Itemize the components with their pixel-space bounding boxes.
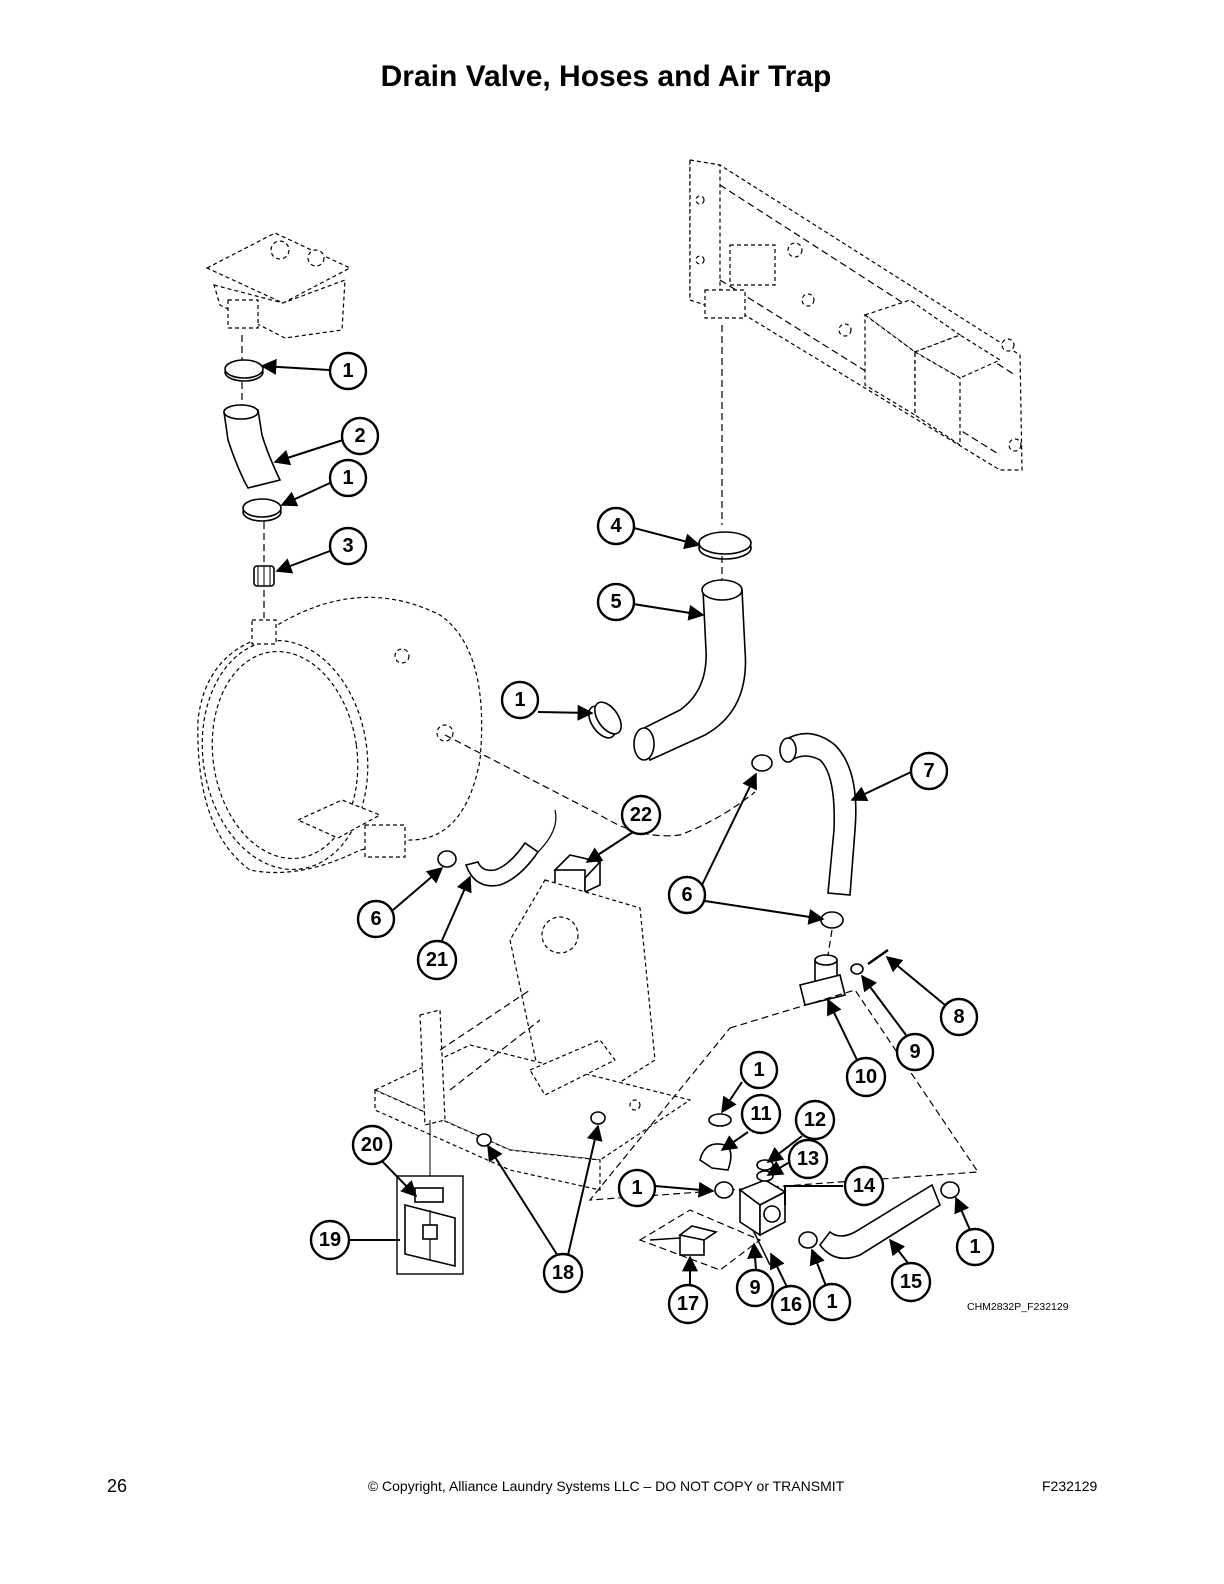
svg-text:19: 19 <box>319 1229 341 1251</box>
svg-text:13: 13 <box>797 1148 819 1170</box>
svg-text:9: 9 <box>909 1041 920 1063</box>
svg-text:2: 2 <box>354 425 365 447</box>
drain-valve <box>738 1179 787 1237</box>
transformer <box>553 854 602 894</box>
svg-text:12: 12 <box>804 1109 826 1131</box>
grommet-right <box>590 1111 606 1125</box>
screw <box>867 948 889 966</box>
spring-12-13 <box>756 1159 774 1182</box>
callout-1: 1 <box>739 1050 779 1090</box>
coupling-insert <box>253 565 275 587</box>
hose-short-bend <box>464 809 557 887</box>
hose-clamp-top <box>224 359 264 382</box>
svg-text:14: 14 <box>853 1175 876 1197</box>
clamp-upper-6 <box>751 754 773 772</box>
callout-1: 1 <box>500 680 540 720</box>
callout-1: 1 <box>955 1227 995 1267</box>
tub-drum <box>197 596 483 874</box>
callout-8: 8 <box>939 997 979 1037</box>
grommet-left <box>476 1133 492 1147</box>
callout-1: 1 <box>812 1282 852 1322</box>
callout-21: 21 <box>416 939 458 981</box>
callout-5: 5 <box>596 582 636 622</box>
hose-clamp-mid <box>242 498 282 522</box>
callout-13: 13 <box>787 1138 829 1180</box>
callout-1: 1 <box>617 1168 657 1208</box>
callout-6: 6 <box>356 899 396 939</box>
svg-text:5: 5 <box>610 591 621 613</box>
clamp-lower-6 <box>820 911 844 929</box>
page-title: Drain Valve, Hoses and Air Trap <box>380 60 832 93</box>
svg-text:22: 22 <box>630 804 652 826</box>
svg-text:9: 9 <box>749 1277 760 1299</box>
clamp-left-6 <box>437 850 457 868</box>
callout-2: 2 <box>340 416 380 456</box>
clamp-valve-left <box>714 1181 734 1199</box>
air-trap-box <box>205 232 352 339</box>
svg-text:16: 16 <box>780 1294 802 1316</box>
svg-text:17: 17 <box>677 1293 699 1315</box>
elbow-hose-large <box>633 579 747 762</box>
callout-9: 9 <box>735 1268 775 1308</box>
callout-12: 12 <box>794 1099 836 1141</box>
callout-1: 1 <box>328 351 368 391</box>
svg-text:3: 3 <box>342 535 353 557</box>
svg-text:1: 1 <box>514 689 525 711</box>
svg-text:18: 18 <box>552 1262 574 1284</box>
figure-code: CHM2832P_F232129 <box>967 1301 1069 1313</box>
clamp-hose-end <box>940 1181 960 1199</box>
document-id: F232129 <box>1042 1478 1098 1494</box>
svg-text:4: 4 <box>610 515 622 537</box>
callout-17: 17 <box>667 1283 709 1325</box>
svg-text:1: 1 <box>342 467 353 489</box>
svg-text:20: 20 <box>361 1134 383 1156</box>
svg-text:6: 6 <box>681 884 692 906</box>
callout-6: 6 <box>667 875 707 915</box>
callout-14: 14 <box>843 1165 885 1207</box>
bearing-frame <box>373 879 692 1191</box>
svg-text:15: 15 <box>900 1271 922 1293</box>
callout-16: 16 <box>770 1284 812 1326</box>
leader-lines <box>260 358 971 1288</box>
svg-text:8: 8 <box>953 1006 964 1028</box>
elbow-hose-small <box>223 404 282 489</box>
svg-text:1: 1 <box>342 360 353 382</box>
washer <box>850 963 864 975</box>
svg-text:21: 21 <box>426 949 448 971</box>
callout-15: 15 <box>890 1261 932 1303</box>
svg-text:10: 10 <box>855 1066 877 1088</box>
callout-10: 10 <box>845 1056 887 1098</box>
page-number: 26 <box>107 1476 128 1496</box>
callout-7: 7 <box>909 751 949 791</box>
callout-1: 1 <box>328 458 368 498</box>
copyright-notice: © Copyright, Alliance Laundry Systems LL… <box>367 1478 845 1494</box>
callout-3: 3 <box>328 526 368 566</box>
callout-18: 18 <box>542 1252 584 1294</box>
clamp-valve-top <box>708 1113 732 1127</box>
callout-20: 20 <box>351 1124 393 1166</box>
hose-15 <box>818 1183 941 1260</box>
callout-22: 22 <box>620 794 662 836</box>
svg-text:6: 6 <box>370 908 381 930</box>
control-panel <box>689 159 1023 471</box>
callout-4: 4 <box>596 506 636 546</box>
bracket-inset <box>396 1175 464 1275</box>
callout-9: 9 <box>895 1032 935 1072</box>
callout-11: 11 <box>740 1093 782 1135</box>
callout-19: 19 <box>309 1219 351 1261</box>
svg-text:11: 11 <box>750 1103 771 1125</box>
solenoid-17 <box>678 1225 718 1256</box>
air-trap-tee <box>799 954 846 1006</box>
svg-text:1: 1 <box>826 1291 837 1313</box>
svg-text:1: 1 <box>631 1177 642 1199</box>
hose-clamp-side <box>588 701 622 739</box>
clamp-valve-right <box>798 1231 818 1249</box>
svg-text:1: 1 <box>753 1059 764 1081</box>
hose-u-shaped <box>779 732 857 896</box>
svg-text:1: 1 <box>969 1236 980 1258</box>
hose-clamp-large <box>698 531 752 560</box>
svg-text:7: 7 <box>923 760 934 782</box>
